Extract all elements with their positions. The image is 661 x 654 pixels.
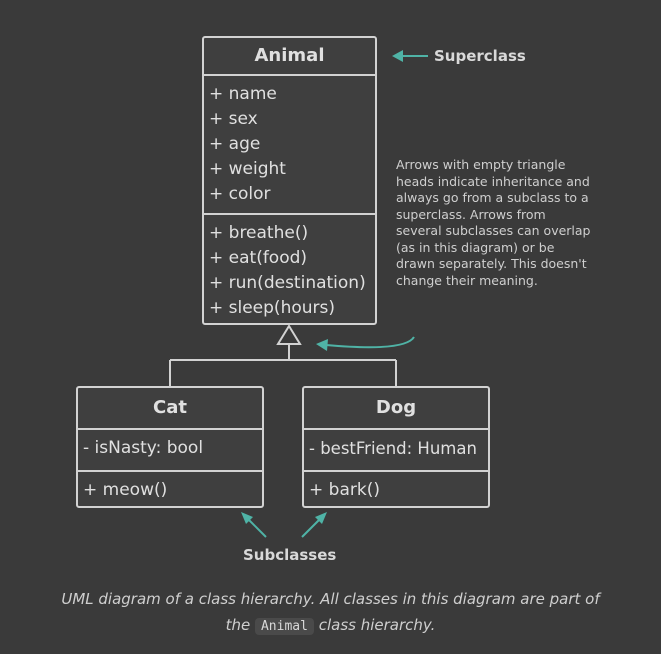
field-name: + name bbox=[209, 84, 277, 104]
inheritance-triangle-icon bbox=[276, 324, 302, 345]
method-breathe: + breathe() bbox=[209, 223, 309, 243]
note-arrow-head-icon bbox=[316, 339, 328, 351]
cat-arrow-line bbox=[247, 518, 267, 538]
method-meow: + meow() bbox=[83, 480, 168, 500]
figure-caption: UML diagram of a class hierarchy. All cl… bbox=[0, 586, 661, 640]
caption-code: Animal bbox=[254, 618, 314, 635]
class-dog-title: Dog bbox=[304, 388, 488, 430]
method-run: + run(destination) bbox=[209, 273, 366, 293]
caption-pre: the bbox=[225, 616, 251, 634]
class-dog-fields: - bestFriend: Human bbox=[304, 430, 488, 470]
dog-arrow-head-icon bbox=[315, 512, 327, 524]
class-animal-title: Animal bbox=[204, 38, 375, 76]
caption-line-2: the Animal class hierarchy. bbox=[0, 612, 661, 640]
dog-arrow-line bbox=[301, 518, 321, 538]
method-sleep: + sleep(hours) bbox=[209, 298, 335, 318]
method-eat: + eat(food) bbox=[209, 248, 308, 268]
class-cat-title: Cat bbox=[78, 388, 262, 430]
superclass-label: Superclass bbox=[434, 47, 526, 65]
note-arrow-line bbox=[325, 336, 415, 349]
field-bestfriend: - bestFriend: Human bbox=[309, 439, 477, 458]
inheritance-note: Arrows with empty triangle heads indicat… bbox=[396, 157, 591, 288]
cat-arrow-head-icon bbox=[241, 512, 253, 524]
inheritance-connectors bbox=[169, 324, 397, 387]
subclasses-label: Subclasses bbox=[243, 546, 337, 564]
class-animal: Animal + name + sex + age + weight + col… bbox=[202, 36, 377, 325]
class-animal-fields: + name + sex + age + weight + color bbox=[204, 76, 375, 213]
superclass-arrow-head-icon bbox=[392, 50, 403, 62]
field-sex: + sex bbox=[209, 109, 258, 129]
field-color: + color bbox=[209, 184, 271, 204]
annotation-arrows bbox=[241, 50, 428, 538]
class-animal-methods: + breathe() + eat(food) + run(destinatio… bbox=[204, 213, 375, 321]
class-cat-fields: - isNasty: bool bbox=[78, 430, 262, 470]
field-weight: + weight bbox=[209, 159, 286, 179]
class-dog-methods: + bark() bbox=[304, 470, 488, 503]
caption-line-1: UML diagram of a class hierarchy. All cl… bbox=[61, 590, 600, 608]
caption-post: class hierarchy. bbox=[318, 616, 436, 634]
class-dog: Dog - bestFriend: Human + bark() bbox=[302, 386, 490, 508]
class-cat-methods: + meow() bbox=[78, 470, 262, 503]
class-cat: Cat - isNasty: bool + meow() bbox=[76, 386, 264, 508]
field-age: + age bbox=[209, 134, 261, 154]
method-bark: + bark() bbox=[309, 480, 380, 500]
field-isnasty: - isNasty: bool bbox=[83, 438, 204, 458]
